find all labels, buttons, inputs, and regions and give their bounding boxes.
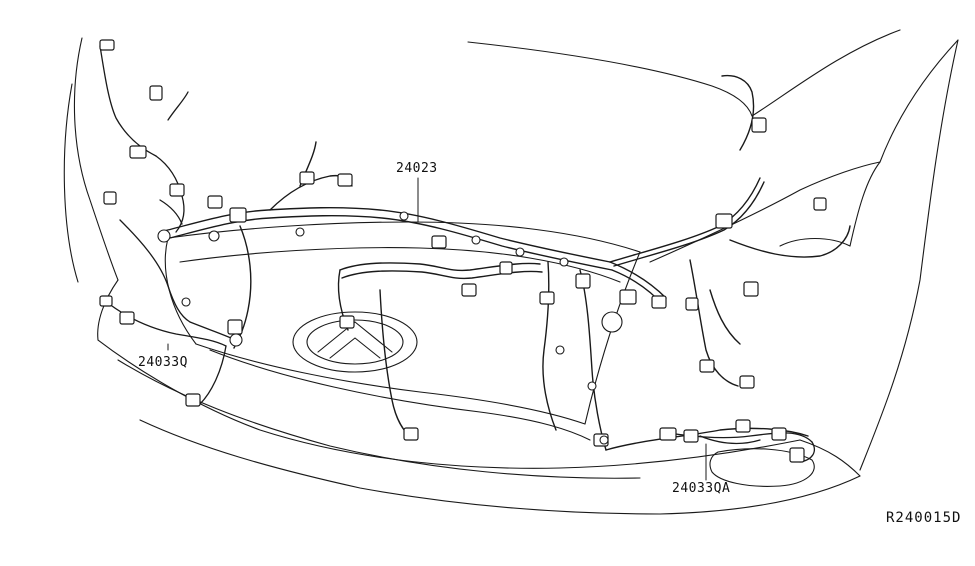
emblem-outline: [292, 311, 418, 373]
connectors: [99, 39, 827, 463]
bumper-outline: [97, 339, 861, 515]
headlamp-right-outline: [779, 161, 881, 247]
callout-24033QA: 24033QA: [672, 481, 731, 496]
clips: [157, 211, 623, 445]
reference-code: R240015D: [886, 510, 962, 526]
fender-left-outline: [63, 37, 119, 341]
callout-24023: 24023: [396, 161, 438, 176]
foglamp-right-outline: [709, 448, 815, 487]
callout-24033Q: 24033Q: [138, 355, 188, 370]
leader-lines: [167, 177, 707, 481]
hood-outline: [467, 29, 959, 471]
